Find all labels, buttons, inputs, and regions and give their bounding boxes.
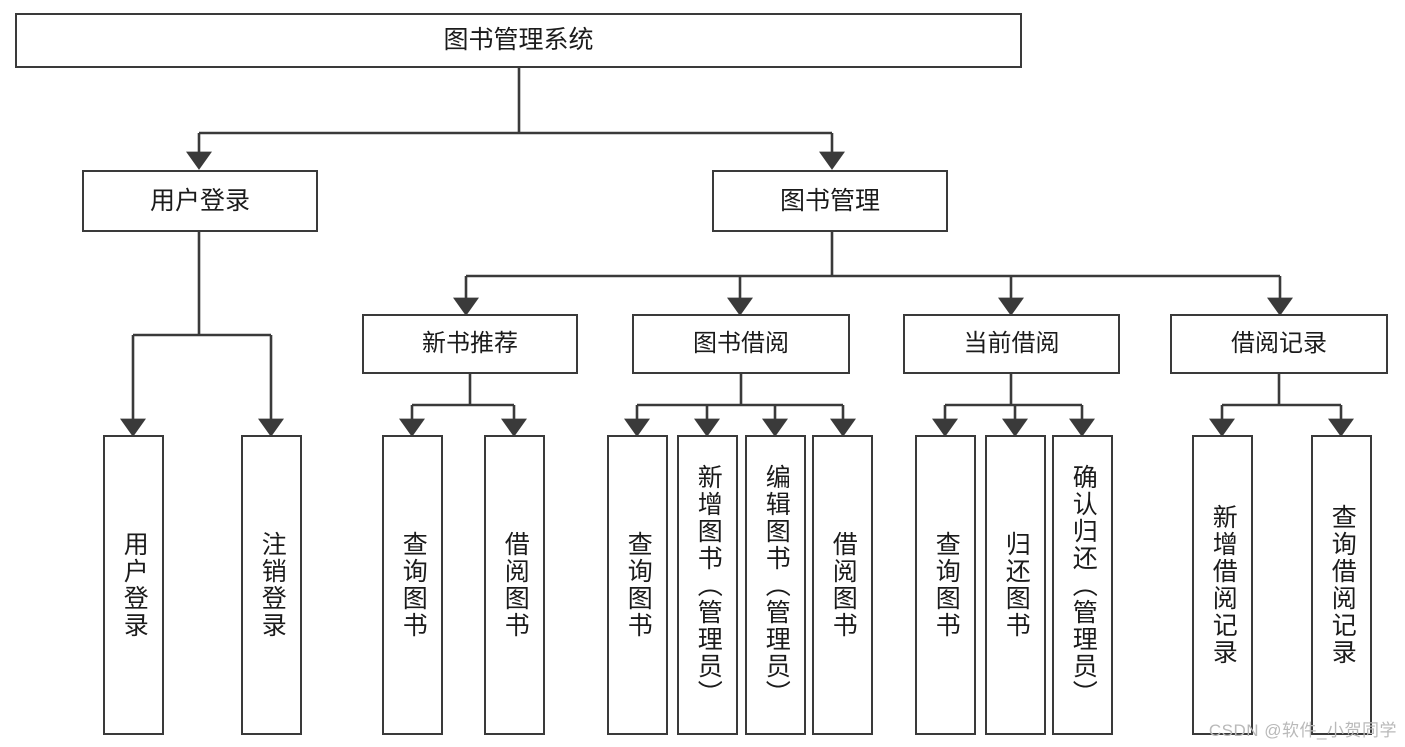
leaf-borrow-book[interactable]: 借阅图书 (812, 435, 873, 735)
leaf-return-book[interactable]: 归还图书 (985, 435, 1046, 735)
node-label: 借阅图书 (829, 531, 858, 639)
node-label: 用户登录 (120, 531, 149, 639)
leaf-confirm-return-admin[interactable]: 确认归还（管理员） (1052, 435, 1113, 735)
node-book-management[interactable]: 图书管理 (712, 170, 948, 232)
node-label: 查询借阅记录 (1328, 504, 1357, 666)
node-label: 当前借阅 (963, 330, 1060, 358)
node-label: 查询图书 (399, 531, 428, 639)
node-label: 用户登录 (149, 186, 250, 215)
leaf-query-book-current[interactable]: 查询图书 (915, 435, 976, 735)
node-label: 编辑图书（管理员） (762, 463, 791, 707)
node-label: 查询图书 (932, 531, 961, 639)
node-new-book-recommend[interactable]: 新书推荐 (362, 314, 578, 374)
leaf-user-login[interactable]: 用户登录 (103, 435, 164, 735)
leaf-logout[interactable]: 注销登录 (241, 435, 302, 735)
node-label: 注销登录 (258, 531, 287, 639)
leaf-borrow-book-recommend[interactable]: 借阅图书 (484, 435, 545, 735)
leaf-add-borrow-record[interactable]: 新增借阅记录 (1192, 435, 1253, 735)
node-borrow-record[interactable]: 借阅记录 (1170, 314, 1388, 374)
node-current-borrow[interactable]: 当前借阅 (903, 314, 1120, 374)
node-label: 新增图书（管理员） (694, 463, 723, 707)
node-label: 新书推荐 (422, 330, 518, 358)
leaf-query-book-recommend[interactable]: 查询图书 (382, 435, 443, 735)
node-label: 借阅图书 (501, 531, 530, 639)
node-label: 确认归还（管理员） (1069, 463, 1098, 707)
leaf-add-book-admin[interactable]: 新增图书（管理员） (677, 435, 738, 735)
leaf-query-book-borrow[interactable]: 查询图书 (607, 435, 668, 735)
node-label: 图书管理系统 (443, 26, 594, 54)
leaf-query-borrow-record[interactable]: 查询借阅记录 (1311, 435, 1372, 735)
node-label: 图书管理 (779, 186, 880, 215)
leaf-edit-book-admin[interactable]: 编辑图书（管理员） (745, 435, 806, 735)
node-label: 借阅记录 (1231, 330, 1327, 358)
node-label: 图书借阅 (693, 330, 789, 358)
node-root-system[interactable]: 图书管理系统 (15, 13, 1022, 68)
watermark-text: CSDN @软件_小贺同学 (1208, 721, 1397, 740)
node-label: 查询图书 (624, 531, 653, 639)
node-user-login[interactable]: 用户登录 (82, 170, 318, 232)
node-book-borrow[interactable]: 图书借阅 (632, 314, 850, 374)
node-label: 新增借阅记录 (1209, 504, 1238, 666)
node-label: 归还图书 (1002, 531, 1031, 639)
